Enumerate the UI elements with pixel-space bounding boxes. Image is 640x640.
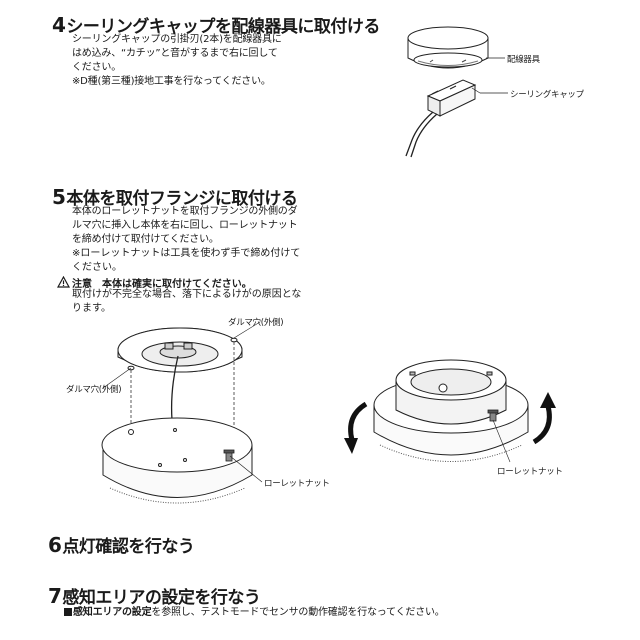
label-ceiling-cap: シーリングキャップ: [510, 90, 584, 100]
step7-number: 7: [48, 584, 62, 608]
step5-body: 本体のローレットナットを取付フランジの外側のダ ルマ穴に挿入し本体を右に回し、ロ…: [72, 205, 298, 247]
step7-title-text: 感知エリアの設定を行なう: [62, 588, 261, 608]
step5-line: 本体のローレットナットを取付フランジの外側のダ: [72, 206, 298, 217]
rotation-arrow-icon: [532, 392, 556, 445]
step5-number: 5: [52, 185, 66, 209]
step5-line: を締め付けて取付けてください。: [72, 234, 219, 245]
step7-body-rest: を参照し、テストモードでセンサの動作確認を行なってください。: [151, 607, 445, 618]
step5-title-text: 本体を取付フランジに取付ける: [66, 189, 298, 209]
step4-body: シーリングキャップの引掛刃(2本)を配線器具に はめ込み、“カチッ”と音がするま…: [72, 33, 282, 89]
label-knurled-nut-right: ローレットナット: [497, 467, 563, 477]
step4-line: ください。: [72, 62, 121, 73]
step7-title: 7感知エリアの設定を行なう: [48, 583, 261, 608]
step6-title-text: 点灯確認を行なう: [62, 537, 195, 557]
caution-heading: 注意 本体は確実に取付けてください。: [72, 279, 252, 290]
square-bullet-icon: [64, 608, 72, 616]
step5-note: ※ローレットナットは工具を使わず手で締め付けて ください。: [72, 247, 300, 275]
step5-note-line: ※ローレットナットは工具を使わず手で締め付けて: [72, 248, 301, 259]
caution-line: 取付けが不完全な場合、落下によるけがの原因とな: [72, 289, 302, 300]
step5-note-line: ください。: [72, 262, 122, 273]
step4-title: 4シーリングキャップを配線器具に取付ける: [52, 12, 380, 37]
caution-body: 取付けが不完全な場合、落下によるけがの原因とな ります。: [72, 288, 301, 316]
step7-bold-ref: 感知エリアの設定: [73, 607, 152, 618]
label-knurled-nut-left: ローレットナット: [264, 479, 330, 489]
step7-body: 感知エリアの設定を参照し、テストモードでセンサの動作確認を行なってください。: [64, 606, 445, 620]
caution-line: ります。: [72, 303, 111, 314]
step4-note: ※D種(第三種)接地工事を行なってください。: [72, 76, 271, 87]
step4-title-text: シーリングキャップを配線器具に取付ける: [66, 17, 380, 37]
step6-number: 6: [48, 533, 62, 557]
warning-triangle-icon: [57, 276, 70, 288]
step6-title: 6点灯確認を行なう: [48, 532, 195, 557]
label-daruma-hole-left: ダルマ穴(外側): [66, 385, 122, 395]
step4-line: はめ込み、“カチッ”と音がするまで右に回して: [72, 48, 278, 59]
label-daruma-hole-right: ダルマ穴(外側): [228, 318, 284, 328]
rotation-arrow-icon: [344, 401, 368, 454]
step4-line: シーリングキャップの引掛刃(2本)を配線器具に: [72, 34, 282, 45]
step5-line: ルマ穴に挿入し本体を右に回し、ローレットナット: [72, 220, 298, 231]
label-wiring-device: 配線器具: [507, 55, 540, 65]
step5-title: 5本体を取付フランジに取付ける: [52, 184, 298, 209]
step4-number: 4: [52, 13, 66, 37]
